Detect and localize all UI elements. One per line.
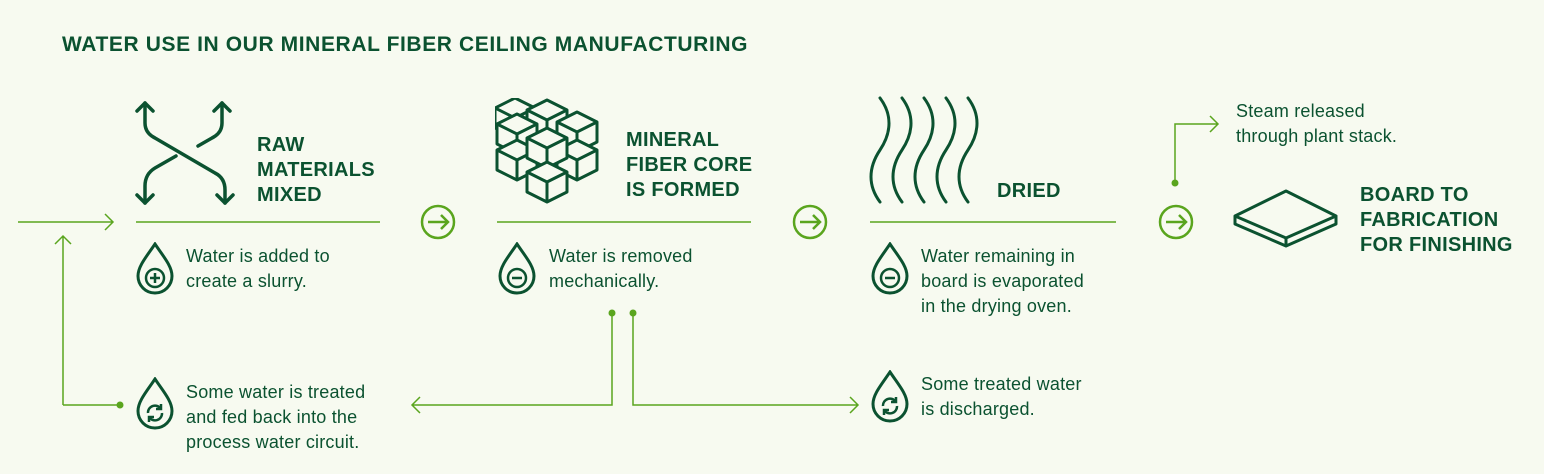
step-heading-board: BOARD TO FABRICATION FOR FINISHING [1360, 183, 1513, 258]
step-heading-raw-materials: RAW MATERIALS MIXED [257, 133, 375, 208]
heat-waves-icon [869, 96, 979, 204]
heading-line: IS FORMED [626, 179, 740, 201]
heading-line: RAW [257, 134, 305, 156]
text-line: through plant stack. [1236, 126, 1398, 146]
heading-line: MINERAL [626, 129, 720, 151]
text-line: mechanically. [549, 271, 660, 291]
text-line: Water is added to [186, 246, 330, 266]
water-remove-icon [498, 242, 536, 295]
text-line: board is evaporated [921, 271, 1084, 291]
water-add-icon [136, 242, 174, 295]
water-recycle-icon [136, 377, 174, 430]
text-line: Some treated water [921, 374, 1082, 394]
heading-line: FABRICATION [1360, 209, 1499, 231]
discharge-text: Some treated water is discharged. [921, 372, 1082, 422]
water-text-added: Water is added to create a slurry. [186, 244, 330, 294]
text-line: Steam released [1236, 101, 1365, 121]
text-line: Water remaining in [921, 246, 1075, 266]
water-recycle-icon [871, 370, 909, 423]
cubes-icon [495, 98, 599, 204]
heading-line: FIBER CORE [626, 154, 753, 176]
step-heading-dried: DRIED [997, 179, 1061, 204]
text-line: and fed back into the [186, 407, 358, 427]
text-line: create a slurry. [186, 271, 307, 291]
water-text-removed: Water is removed mechanically. [549, 244, 693, 294]
heading-line: BOARD TO [1360, 184, 1469, 206]
heading-line: MATERIALS [257, 159, 375, 181]
water-text-evaporated: Water remaining in board is evaporated i… [921, 244, 1084, 319]
text-line: Some water is treated [186, 382, 366, 402]
page-title: WATER USE IN OUR MINERAL FIBER CEILING M… [62, 33, 749, 56]
board-icon [1233, 189, 1338, 248]
mixing-arrows-icon [135, 101, 235, 205]
heading-line: DRIED [997, 180, 1061, 202]
text-line: Water is removed [549, 246, 693, 266]
text-line: is discharged. [921, 399, 1035, 419]
text-line: process water circuit. [186, 432, 360, 452]
heading-line: FOR FINISHING [1360, 234, 1513, 256]
recycle-text: Some water is treated and fed back into … [186, 380, 365, 455]
steam-text: Steam released through plant stack. [1236, 99, 1397, 149]
heading-line: MIXED [257, 184, 322, 206]
text-line: in the drying oven. [921, 296, 1072, 316]
next-arrow-icon [420, 204, 1194, 240]
step-heading-mineral-fiber: MINERAL FIBER CORE IS FORMED [626, 128, 752, 203]
water-remove-icon [871, 242, 909, 295]
